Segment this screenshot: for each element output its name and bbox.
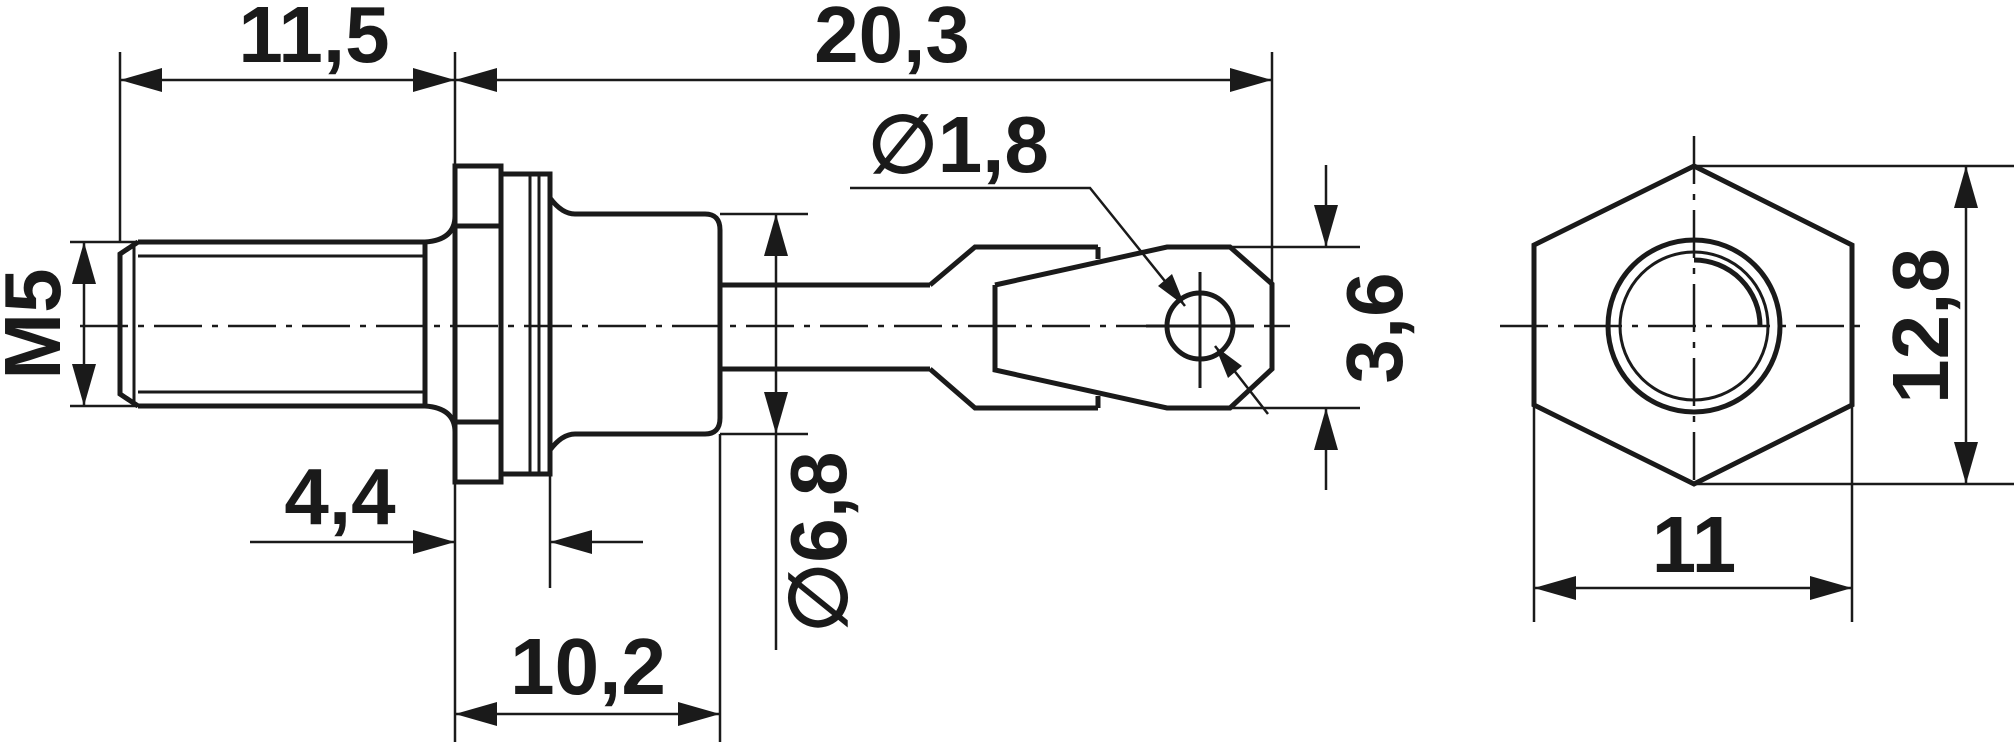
side-dimensions: 11,5 20,3 ∅1,8 M5 3,6 ∅6,8 [0, 0, 1419, 742]
dimension-20-3: 20,3 [814, 0, 970, 79]
dimension-shoulder-length: 10,2 [510, 622, 666, 711]
dimension-hex-height: 12,8 [1876, 248, 1965, 404]
dimension-hole-diameter: ∅1,8 [868, 100, 1049, 189]
dimension-thread: M5 [0, 268, 77, 379]
dimension-flange-width: 4,4 [284, 452, 396, 541]
solder-tab [992, 244, 1275, 411]
threaded-section [117, 215, 458, 433]
dimension-body-diameter: ∅6,8 [774, 452, 863, 633]
hex-nut-side [452, 163, 553, 485]
front-view [1500, 136, 1870, 487]
body-cylinder [548, 196, 723, 452]
shaft [722, 244, 1098, 411]
dimension-tab-width: 3,6 [1330, 272, 1419, 383]
side-view [80, 163, 1290, 485]
dimension-hex-width: 11 [1652, 500, 1737, 589]
front-dimensions: 12,8 11 [1532, 164, 2014, 622]
dimension-11-5: 11,5 [238, 0, 389, 79]
